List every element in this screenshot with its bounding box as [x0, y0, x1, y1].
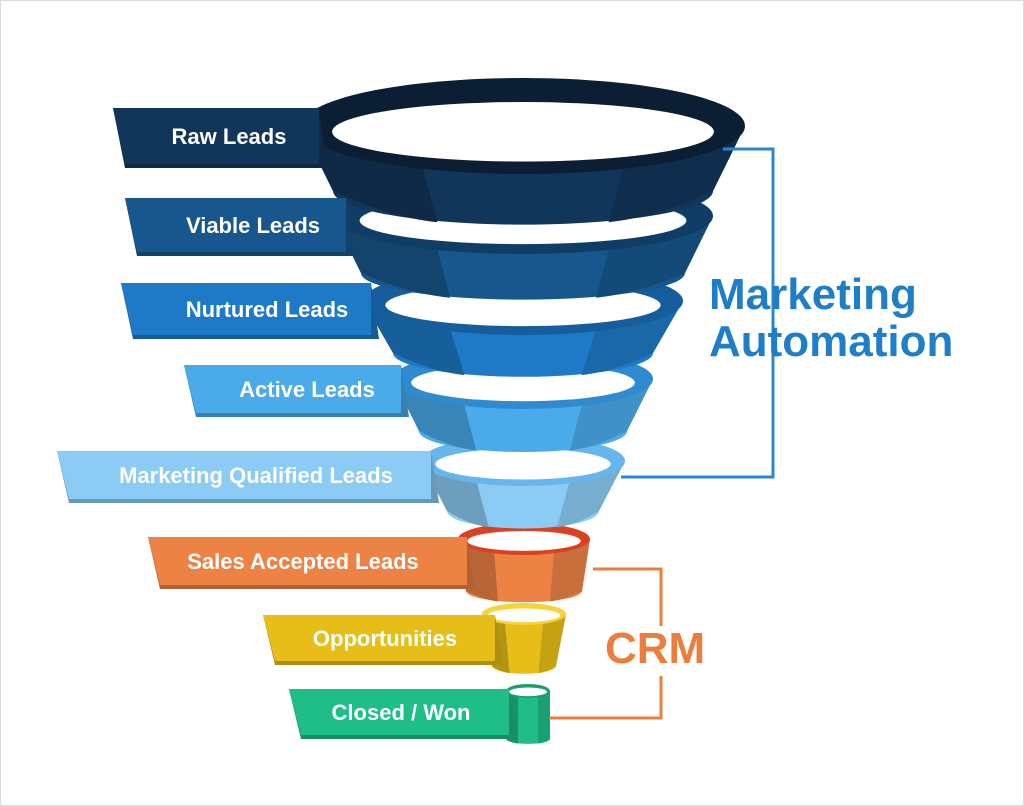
- stage-banner-shape: [263, 615, 495, 661]
- stage-banner: Viable Leads: [125, 198, 354, 256]
- stage-label: Viable Leads: [186, 213, 320, 238]
- funnel-ring-shade: [363, 301, 465, 376]
- funnel-ring-shade: [581, 301, 683, 376]
- stage-banner-shape: [113, 108, 319, 164]
- stage-banner: Active Leads: [184, 365, 409, 417]
- stage-label: Active Leads: [239, 377, 375, 402]
- stage-label: Raw Leads: [172, 124, 287, 149]
- funnel-ring-shade: [421, 461, 489, 528]
- stage-label: Sales Accepted Leads: [187, 549, 419, 574]
- stage-banner-shape: [184, 365, 401, 413]
- marketing-automation-label-line2: Automation: [709, 317, 953, 366]
- crm-label: CRM: [605, 624, 705, 673]
- marketing-automation-label-line1: Marketing: [709, 270, 917, 319]
- funnel-ring-shade: [537, 691, 550, 744]
- funnel-ring: [301, 78, 745, 225]
- funnel-ring-shade: [393, 379, 477, 451]
- stage-label: Opportunities: [313, 626, 457, 651]
- stage-banner-shape: [57, 451, 431, 499]
- stage-banner: Sales Accepted Leads: [148, 537, 475, 589]
- stage-label: Marketing Qualified Leads: [119, 463, 393, 488]
- stage-banner: Marketing Qualified Leads: [57, 451, 439, 503]
- stage-label: Closed / Won: [332, 700, 471, 725]
- stage-banner-shape: [148, 537, 467, 585]
- funnel-ring: [458, 523, 590, 603]
- funnel-ring-shade: [550, 539, 590, 602]
- funnel-ring-opening: [332, 101, 714, 162]
- funnel-ring-opening: [467, 531, 581, 551]
- stage-banner-shape: [289, 689, 509, 735]
- stage-banner: Closed / Won: [289, 689, 517, 739]
- funnel-ring-opening: [509, 687, 547, 697]
- funnel-ring-shade: [557, 461, 625, 528]
- funnel-ring-opening: [487, 608, 561, 623]
- funnel-ring-shade: [333, 216, 451, 298]
- crm-bracket: [549, 567, 663, 720]
- stage-label: Nurtured Leads: [186, 297, 349, 322]
- stage-banner: Opportunities: [263, 615, 503, 665]
- marketing-automation-bracket: [621, 147, 775, 479]
- funnel-ring-shade: [538, 614, 566, 674]
- funnel-ring-opening: [435, 448, 611, 480]
- funnel-ring-shade: [569, 379, 653, 451]
- stage-banner-shape: [121, 283, 371, 335]
- funnel-rings: [301, 78, 745, 744]
- stage-banner: Nurtured Leads: [121, 283, 379, 339]
- stage-banner-shape: [125, 198, 346, 252]
- stage-banner: Raw Leads: [113, 108, 327, 168]
- funnel-ring-shade: [595, 216, 713, 298]
